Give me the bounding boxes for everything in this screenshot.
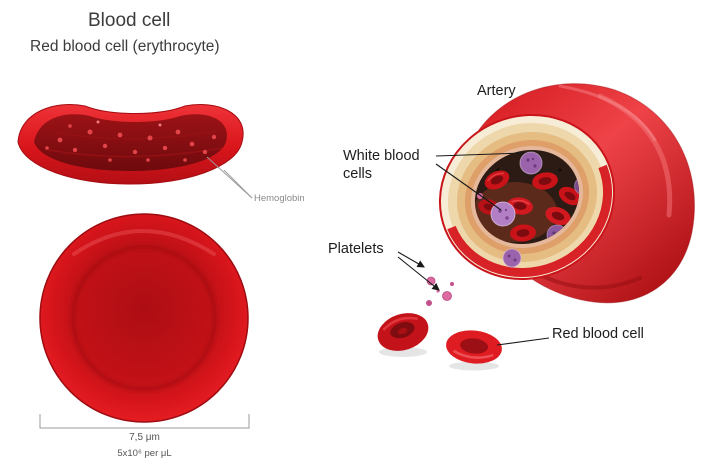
platelets-arrow-1: [397, 251, 425, 268]
diagram-subtitle: Red blood cell (erythrocyte): [30, 38, 220, 55]
rbc-top-view: [39, 213, 249, 423]
white-blood-cell: [490, 201, 516, 227]
white-blood-cells-label: White blood cells: [343, 148, 420, 182]
rbc-side-view: [17, 104, 253, 199]
white-blood-cells-leader-line-2: [435, 163, 502, 211]
free-red-blood-cell-left: [377, 313, 429, 357]
artery-illustration: [438, 83, 696, 304]
cell-size-label: 7,5 μm: [129, 432, 160, 443]
hemoglobin-label: Hemoglobin: [254, 193, 305, 204]
diagram-title: Blood cell: [88, 10, 171, 31]
size-bracket: [39, 414, 250, 429]
artery-label: Artery: [477, 83, 516, 99]
hemoglobin-leader-lines: [206, 156, 253, 199]
white-blood-cell: [502, 248, 522, 268]
hemoglobin-granules: [45, 120, 217, 162]
platelets-arrow-2: [397, 256, 440, 291]
cell-concentration-label: 5x10⁶ per μL: [117, 448, 172, 459]
platelets-label: Platelets: [328, 241, 384, 257]
white-blood-cells-leader-line-1: [435, 152, 525, 157]
red-blood-cell-leader-line: [496, 337, 550, 346]
free-platelets: [426, 276, 454, 306]
free-red-blood-cell-right: [446, 330, 502, 371]
red-blood-cell-label: Red blood cell: [552, 326, 644, 342]
white-blood-cell: [519, 151, 543, 175]
